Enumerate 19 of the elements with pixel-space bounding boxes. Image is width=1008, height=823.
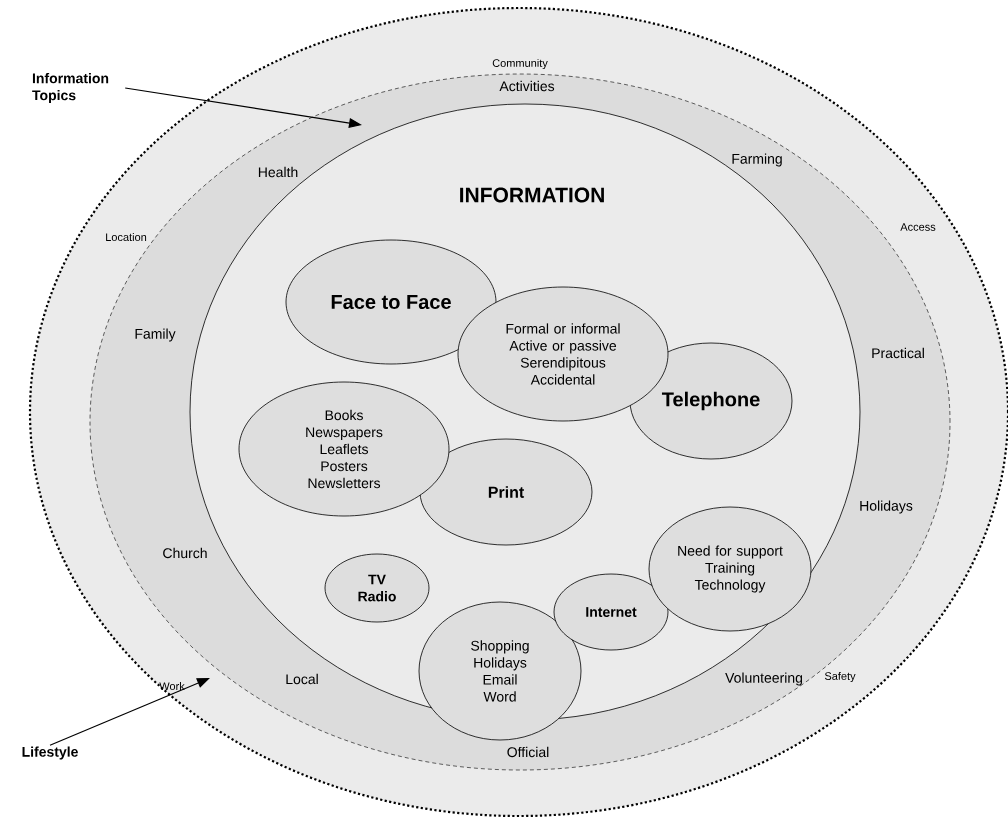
topic-label: Local <box>286 673 318 685</box>
topic-label: Church <box>163 547 207 559</box>
heading: INFORMATION <box>460 187 604 203</box>
topic-label: Location <box>106 232 147 242</box>
topic-label: Official <box>507 746 549 758</box>
topic-label: Volunteering <box>725 672 802 686</box>
arrow <box>49 678 210 746</box>
topic-label: Activities <box>499 80 555 92</box>
topic-label: Holidays <box>860 500 913 514</box>
topic-label: Health <box>258 166 298 178</box>
callout-label: Information Topics <box>32 73 109 104</box>
topic-label: Farming <box>732 153 782 167</box>
topic-label: Family <box>135 328 176 342</box>
topic-label: Practical <box>872 347 924 359</box>
topic-label: Safety <box>824 671 856 683</box>
topic-label: Work <box>159 681 185 691</box>
topic-label: Access <box>900 223 936 231</box>
callout-label: Lifestyle <box>22 746 78 760</box>
topic-label: Community <box>492 58 548 70</box>
